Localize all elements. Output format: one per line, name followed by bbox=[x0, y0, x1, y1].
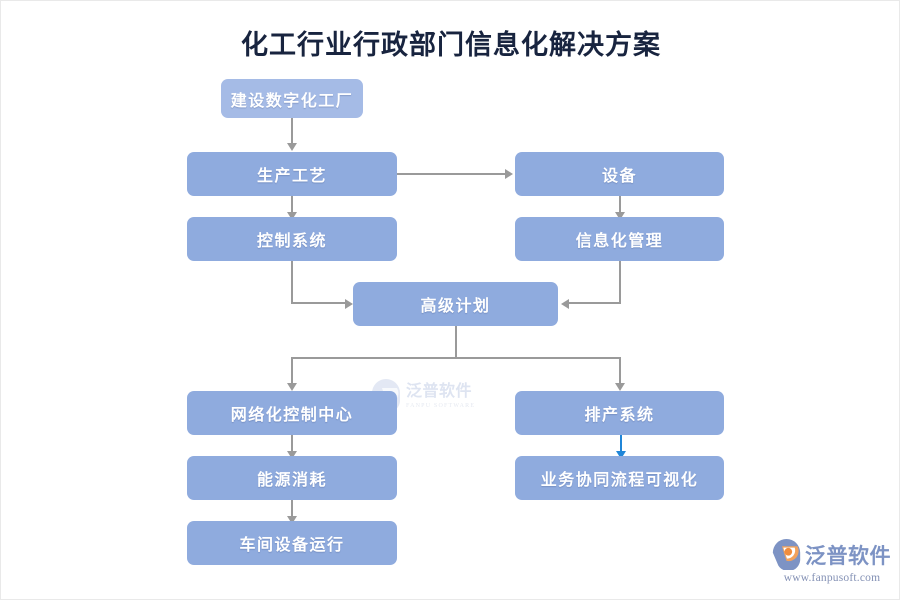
connector-split-bar bbox=[291, 357, 621, 359]
connector-n4-n6-vertical bbox=[291, 261, 293, 304]
node-label: 能源消耗 bbox=[256, 472, 327, 489]
connector-split-n8 bbox=[619, 357, 621, 387]
arrowhead-n9-n11 bbox=[287, 516, 297, 524]
corner-logo[interactable]: 泛普软件 www.fanpusoft.com bbox=[771, 538, 893, 590]
node-label: 建设数字化工厂 bbox=[230, 92, 354, 110]
arrowhead-n2-n4 bbox=[287, 212, 297, 220]
arrowhead-split-n7 bbox=[287, 383, 297, 391]
node-control-system[interactable]: 控制系统 bbox=[187, 217, 397, 261]
node-production-scheduling-system[interactable]: 排产系统 bbox=[515, 391, 724, 435]
node-label: 信息化管理 bbox=[575, 233, 664, 250]
arrowhead-n4-n6 bbox=[345, 299, 353, 309]
connector-n7-n9 bbox=[291, 435, 293, 457]
node-label: 业务协同流程可视化 bbox=[540, 472, 699, 489]
node-informatization-management[interactable]: 信息化管理 bbox=[515, 217, 724, 261]
connector-n5-n6-horizontal bbox=[567, 302, 621, 304]
node-equipment[interactable]: 设备 bbox=[515, 152, 724, 196]
node-energy-consumption[interactable]: 能源消耗 bbox=[187, 456, 397, 500]
arrowhead-split-n8 bbox=[615, 383, 625, 391]
node-label: 车间设备运行 bbox=[239, 537, 345, 554]
connector-n2-n4 bbox=[291, 196, 293, 218]
connector-n4-n6-horizontal bbox=[291, 302, 347, 304]
connector-n5-n6-vertical bbox=[619, 261, 621, 304]
logo-brand-cn: 泛普软件 bbox=[805, 544, 891, 568]
node-production-process[interactable]: 生产工艺 bbox=[187, 152, 397, 196]
node-workshop-equipment-operation[interactable]: 车间设备运行 bbox=[187, 521, 397, 565]
node-networked-control-center[interactable]: 网络化控制中心 bbox=[187, 391, 397, 435]
arrowhead-n3-n5 bbox=[615, 212, 625, 220]
node-label: 控制系统 bbox=[256, 233, 327, 250]
watermark-brand-cn: 泛普软件 bbox=[406, 382, 473, 400]
arrowhead-n7-n9 bbox=[287, 451, 297, 459]
arrowhead-n8-n10 bbox=[616, 451, 626, 459]
node-label: 生产工艺 bbox=[256, 168, 327, 185]
node-label: 设备 bbox=[601, 168, 637, 185]
arrowhead-n2-n3 bbox=[505, 169, 513, 179]
connector-n1-n2 bbox=[291, 118, 293, 147]
connector-n3-n5 bbox=[619, 196, 621, 218]
node-label: 高级计划 bbox=[420, 298, 491, 315]
node-build-digital-factory[interactable]: 建设数字化工厂 bbox=[221, 79, 363, 118]
connector-n9-n11 bbox=[291, 500, 293, 522]
connector-n8-n10 bbox=[620, 435, 622, 456]
arrowhead-n5-n6 bbox=[561, 299, 569, 309]
arrowhead-n1-n2 bbox=[287, 143, 297, 151]
fanpu-logo-icon bbox=[771, 539, 802, 572]
node-label: 排产系统 bbox=[584, 407, 655, 424]
node-business-collaboration-visualization[interactable]: 业务协同流程可视化 bbox=[515, 456, 724, 500]
page-title: 化工行业行政部门信息化解决方案 bbox=[241, 30, 661, 60]
connector-split-n7 bbox=[291, 357, 293, 387]
watermark-brand-en: FANPU SOFTWARE bbox=[406, 402, 476, 409]
node-advanced-planning[interactable]: 高级计划 bbox=[353, 282, 558, 326]
node-label: 网络化控制中心 bbox=[230, 407, 354, 424]
logo-url: www.fanpusoft.com bbox=[783, 572, 881, 584]
connector-n6-split-stem bbox=[455, 326, 457, 358]
connector-n2-n3 bbox=[397, 173, 507, 175]
